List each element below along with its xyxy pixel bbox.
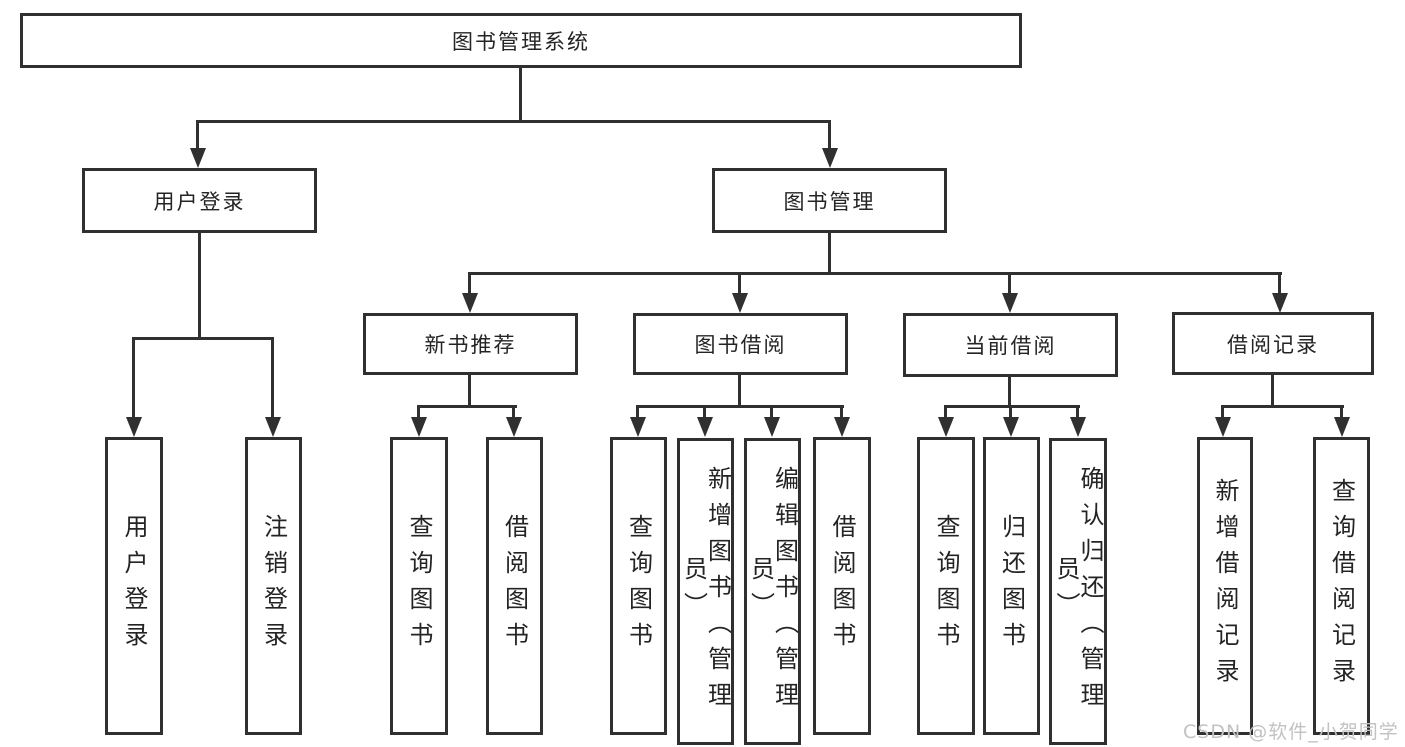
connector-user-login-stem — [198, 233, 201, 337]
arrow-down-icon — [126, 417, 142, 437]
connector-arrow-stem — [1340, 405, 1343, 421]
connector-book-borrow-bus — [637, 405, 844, 408]
node-library-management-system: 图书管理系统 — [20, 13, 1022, 68]
leaf-query-books: 查询图书 — [610, 437, 667, 735]
arrow-down-icon — [265, 417, 281, 437]
leaf-borrow-books: 借阅图书 — [486, 437, 543, 735]
arrow-down-icon — [630, 417, 646, 437]
connector-book-mgmt-stem — [828, 233, 831, 272]
arrow-down-icon — [938, 417, 954, 437]
connector-book-borrow-stem — [738, 375, 741, 407]
connector-arrow-stem — [840, 405, 843, 421]
arrow-down-icon — [1002, 293, 1018, 313]
arrow-down-icon — [190, 148, 206, 168]
leaf-add-books-admin: 新增图书（管理员） — [677, 438, 734, 745]
connector-arrow-stem — [770, 405, 773, 421]
arrow-down-icon — [764, 417, 780, 437]
connector-arrow-stem — [468, 272, 471, 296]
node-user-login: 用户登录 — [82, 168, 317, 233]
connector-book-mgmt-bus — [468, 272, 1282, 275]
arrow-down-icon — [1070, 417, 1086, 437]
connector-arrow-stem — [512, 405, 515, 421]
connector-arrow-stem — [132, 337, 135, 419]
arrow-down-icon — [411, 417, 427, 437]
connector-arrow-stem — [1008, 272, 1011, 296]
arrow-down-icon — [1334, 417, 1350, 437]
leaf-return-books: 归还图书 — [983, 437, 1040, 735]
leaf-user-login: 用户登录 — [105, 437, 163, 735]
arrow-down-icon — [1003, 417, 1019, 437]
connector-root-bus — [197, 120, 831, 123]
node-book-management: 图书管理 — [712, 168, 947, 233]
leaf-query-borrow-record: 查询借阅记录 — [1313, 437, 1370, 735]
arrow-down-icon — [834, 417, 850, 437]
leaf-confirm-return-admin: 确认归还（管理员） — [1049, 438, 1107, 745]
connector-arrow-stem — [703, 405, 706, 421]
leaf-query-books: 查询图书 — [917, 437, 975, 735]
node-book-borrow: 图书借阅 — [633, 313, 848, 375]
csdn-watermark: CSDN @软件_小贺同学 — [1183, 721, 1399, 743]
connector-arrow-stem — [1009, 405, 1012, 421]
arrow-down-icon — [732, 293, 748, 313]
connector-arrow-stem — [1076, 405, 1079, 421]
connector-current-borrow-bus — [944, 405, 1080, 408]
connector-new-book-bus — [417, 405, 517, 408]
arrow-down-icon — [822, 148, 838, 168]
node-borrow-records: 借阅记录 — [1172, 312, 1374, 375]
connector-arrow-stem — [738, 272, 741, 296]
connector-arrow-stem — [1221, 405, 1224, 421]
leaf-query-books: 查询图书 — [390, 437, 448, 735]
connector-arrow-stem — [196, 120, 199, 150]
leaf-edit-books-admin: 编辑图书（管理员） — [744, 438, 801, 745]
node-new-book-recommend: 新书推荐 — [363, 313, 578, 375]
connector-borrow-records-stem — [1271, 375, 1274, 407]
node-current-borrow: 当前借阅 — [903, 313, 1118, 377]
connector-root-stem — [519, 68, 522, 120]
connector-arrow-stem — [636, 405, 639, 421]
arrow-down-icon — [506, 417, 522, 437]
leaf-borrow-books: 借阅图书 — [813, 437, 871, 735]
connector-new-book-stem — [468, 375, 471, 407]
leaf-add-borrow-record: 新增借阅记录 — [1197, 437, 1253, 735]
connector-arrow-stem — [417, 405, 420, 421]
arrow-down-icon — [462, 293, 478, 313]
connector-user-login-bus — [132, 337, 274, 340]
connector-arrow-stem — [271, 337, 274, 419]
arrow-down-icon — [697, 417, 713, 437]
arrow-down-icon — [1272, 293, 1288, 313]
arrow-down-icon — [1215, 417, 1231, 437]
connector-arrow-stem — [1278, 272, 1281, 296]
connector-borrow-records-bus — [1222, 405, 1344, 408]
leaf-logout: 注销登录 — [245, 437, 302, 735]
connector-arrow-stem — [944, 405, 947, 421]
connector-current-borrow-stem — [1008, 377, 1011, 407]
connector-arrow-stem — [828, 120, 831, 150]
